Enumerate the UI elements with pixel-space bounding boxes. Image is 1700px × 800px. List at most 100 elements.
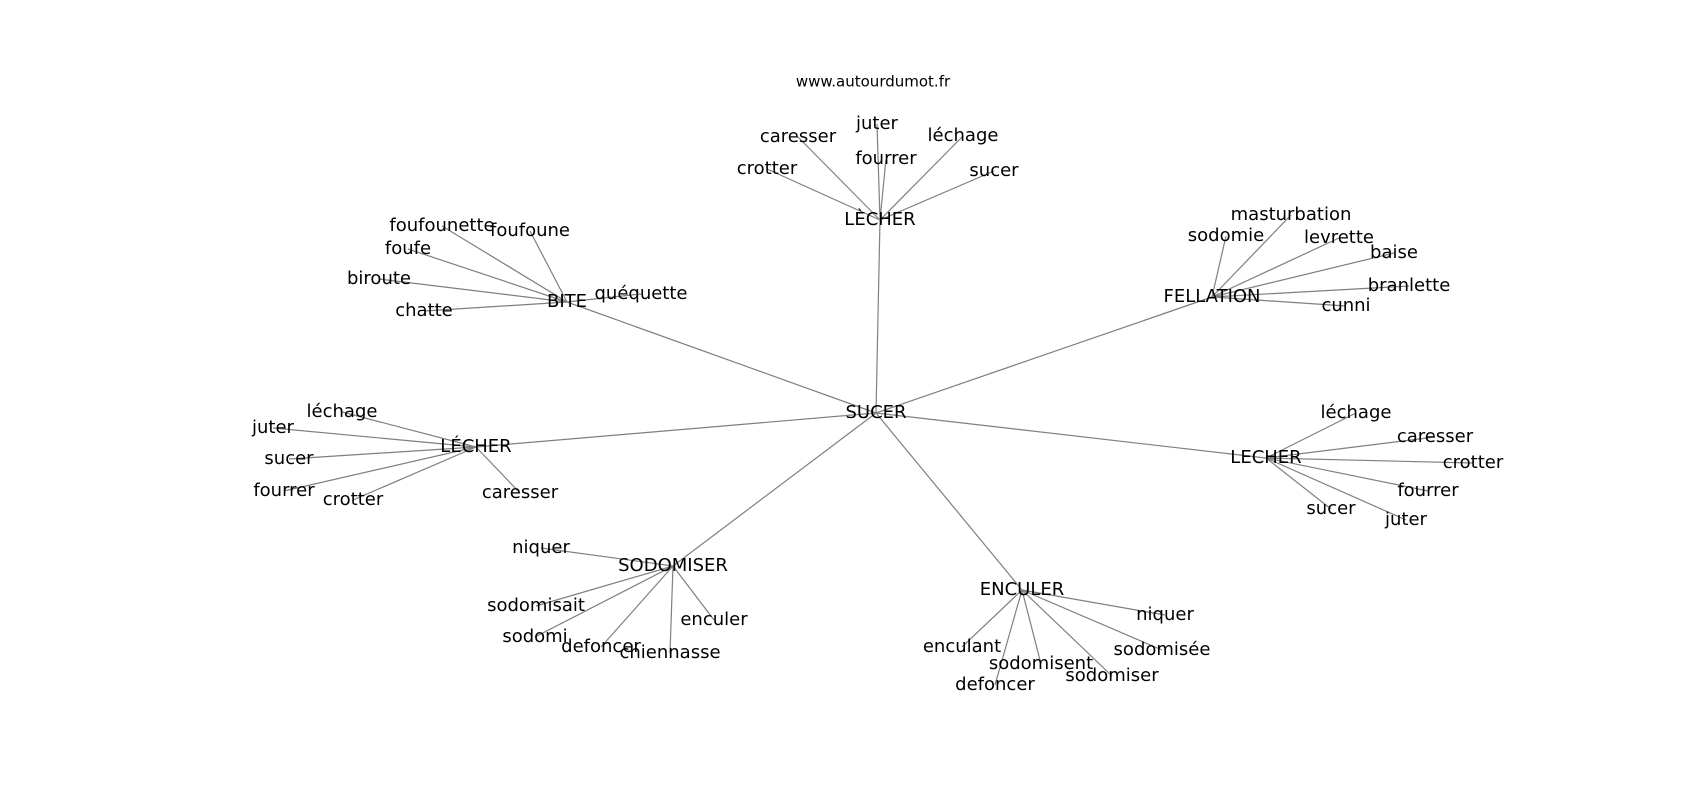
edge-lecher-crotter bbox=[1265, 457, 1474, 464]
node-leaf-enculer: enculer bbox=[680, 609, 748, 630]
node-leaf-levrette: levrette bbox=[1304, 227, 1374, 248]
node-leaf-baise: baise bbox=[1370, 242, 1418, 263]
node-leaf-niquer: niquer bbox=[1136, 604, 1194, 625]
node-hub-fellation-2: FELLATION bbox=[1163, 286, 1260, 307]
node-hub-bite-1: BITE bbox=[547, 291, 587, 312]
node-leaf-sodomiser: sodomiser bbox=[1065, 665, 1159, 686]
edge-center-sodomiser-5 bbox=[672, 412, 877, 567]
node-center-sucer: SUCER bbox=[845, 402, 906, 423]
edge-sodomiser-defoncer bbox=[600, 565, 674, 648]
source-url: www.autourdumot.fr bbox=[796, 73, 951, 91]
node-leaf-chatte: chatte bbox=[395, 300, 453, 321]
node-leaf-sucer: sucer bbox=[1306, 498, 1356, 519]
edge-center-fellation-2 bbox=[875, 296, 1213, 414]
edge-center-lecher-0 bbox=[875, 219, 881, 414]
node-leaf-caresser: caresser bbox=[1397, 426, 1474, 447]
node-leaf-sodomisent: sodomisent bbox=[989, 653, 1093, 674]
node-leaf-defoncer: defoncer bbox=[561, 636, 641, 657]
edge-center-lecher-3 bbox=[475, 412, 877, 448]
node-leaf-masturbation: masturbation bbox=[1231, 204, 1352, 225]
node-leaf-fourrer: fourrer bbox=[855, 148, 917, 169]
node-leaf-sodomisait: sodomisait bbox=[487, 595, 585, 616]
edge-bite-quequette bbox=[566, 293, 642, 303]
node-leaf-juter: juter bbox=[855, 113, 899, 134]
node-leaf-foufoune: foufoune bbox=[490, 220, 570, 241]
edge-enculer-niquer bbox=[1021, 589, 1166, 616]
node-leaf-branlette: branlette bbox=[1368, 275, 1451, 296]
edge-bite-biroute bbox=[378, 278, 568, 303]
node-hub-sodomiser-5: SODOMISER bbox=[618, 555, 728, 576]
edge-enculer-sodomisent bbox=[1021, 589, 1042, 665]
edge-fellation-levrette bbox=[1211, 237, 1340, 298]
node-leaf-sucer: sucer bbox=[264, 448, 314, 469]
node-leaf-sucer: sucer bbox=[969, 160, 1019, 181]
edge-bite-foufe bbox=[407, 248, 568, 303]
node-leaf-caresser: caresser bbox=[482, 482, 559, 503]
node-leaf-caresser: caresser bbox=[760, 126, 837, 147]
edge-lecher-caresser bbox=[1265, 436, 1436, 459]
edge-bite-foufoune bbox=[529, 230, 568, 303]
node-leaf-lechage: léchage bbox=[307, 401, 378, 422]
edge-lecher-caresser bbox=[797, 136, 881, 221]
node-leaf-quequette: quéquette bbox=[594, 283, 687, 304]
edge-lecher-lechage bbox=[1265, 412, 1357, 459]
edge-lecher-sucer bbox=[288, 446, 477, 460]
node-leaf-crotter: crotter bbox=[737, 158, 798, 179]
node-hub-lecher-4: LECHER bbox=[1230, 447, 1301, 468]
node-leaf-lechage: léchage bbox=[1321, 402, 1392, 423]
node-leaf-foufe: foufe bbox=[385, 238, 431, 259]
edge-sodomiser-chiennasse bbox=[669, 565, 674, 654]
edge-lecher-crotter bbox=[352, 446, 477, 501]
edge-fellation-branlette bbox=[1211, 285, 1410, 298]
edge-lecher-caresser bbox=[475, 446, 521, 494]
node-leaf-juter: juter bbox=[1384, 509, 1428, 530]
node-leaf-juter: juter bbox=[251, 417, 295, 438]
edge-bite-foufounette bbox=[441, 225, 568, 303]
edge-lecher-sucer bbox=[1265, 457, 1332, 510]
node-hub-lecher-0: LÈCHER bbox=[844, 208, 915, 230]
edge-center-lecher-4 bbox=[875, 412, 1267, 459]
edge-lecher-sucer bbox=[879, 170, 995, 221]
node-leaf-biroute: biroute bbox=[347, 268, 411, 289]
edge-sodomiser-sodomisait bbox=[535, 565, 674, 607]
edge-bite-chatte bbox=[423, 301, 568, 312]
edge-fellation-masturbation bbox=[1211, 214, 1292, 298]
node-leaf-fourrer: fourrer bbox=[1397, 480, 1459, 501]
edge-lecher-juter bbox=[1265, 457, 1407, 521]
node-leaf-defoncer: defoncer bbox=[955, 674, 1035, 695]
edge-enculer-enculant bbox=[961, 589, 1023, 648]
edge-enculer-defoncer bbox=[994, 589, 1023, 686]
node-hub-lecher-3: LÉCHER bbox=[440, 435, 511, 457]
edge-enculer-sodomisee bbox=[1021, 589, 1163, 651]
edge-fellation-baise bbox=[1211, 252, 1395, 298]
edge-lecher-juter bbox=[876, 123, 881, 221]
node-leaf-chiennasse: chiennasse bbox=[619, 642, 720, 663]
edge-center-bite-1 bbox=[566, 301, 877, 414]
edge-lecher-juter bbox=[272, 427, 477, 448]
node-leaf-sodomisee: sodomisée bbox=[1114, 639, 1211, 660]
node-leaf-crotter: crotter bbox=[323, 489, 384, 510]
edge-lecher-crotter bbox=[766, 168, 881, 221]
node-leaf-foufounette: foufounette bbox=[389, 215, 494, 236]
edge-sodomiser-sodomi bbox=[534, 565, 674, 638]
node-leaf-niquer: niquer bbox=[512, 537, 570, 558]
edge-fellation-cunni bbox=[1211, 296, 1347, 307]
node-leaf-lechage: léchage bbox=[928, 125, 999, 146]
edge-lecher-fourrer bbox=[879, 158, 887, 221]
edge-enculer-sodomiser bbox=[1021, 589, 1113, 677]
edge-fellation-sodomie bbox=[1211, 235, 1227, 298]
edge-lecher-lechage bbox=[341, 411, 477, 448]
edge-sodomiser-niquer bbox=[540, 547, 674, 567]
node-hub-enculer-6: ENCULER bbox=[980, 579, 1065, 600]
edge-center-enculer-6 bbox=[875, 412, 1023, 591]
edges bbox=[272, 123, 1474, 686]
node-leaf-sodomi: sodomi bbox=[502, 626, 567, 647]
edge-sodomiser-enculer bbox=[672, 565, 715, 621]
node-leaf-enculant: enculant bbox=[923, 636, 1001, 657]
node-leaf-sodomie: sodomie bbox=[1188, 225, 1264, 246]
node-leaf-fourrer: fourrer bbox=[253, 480, 315, 501]
edge-lecher-fourrer bbox=[283, 446, 477, 492]
node-leaf-crotter: crotter bbox=[1443, 452, 1504, 473]
